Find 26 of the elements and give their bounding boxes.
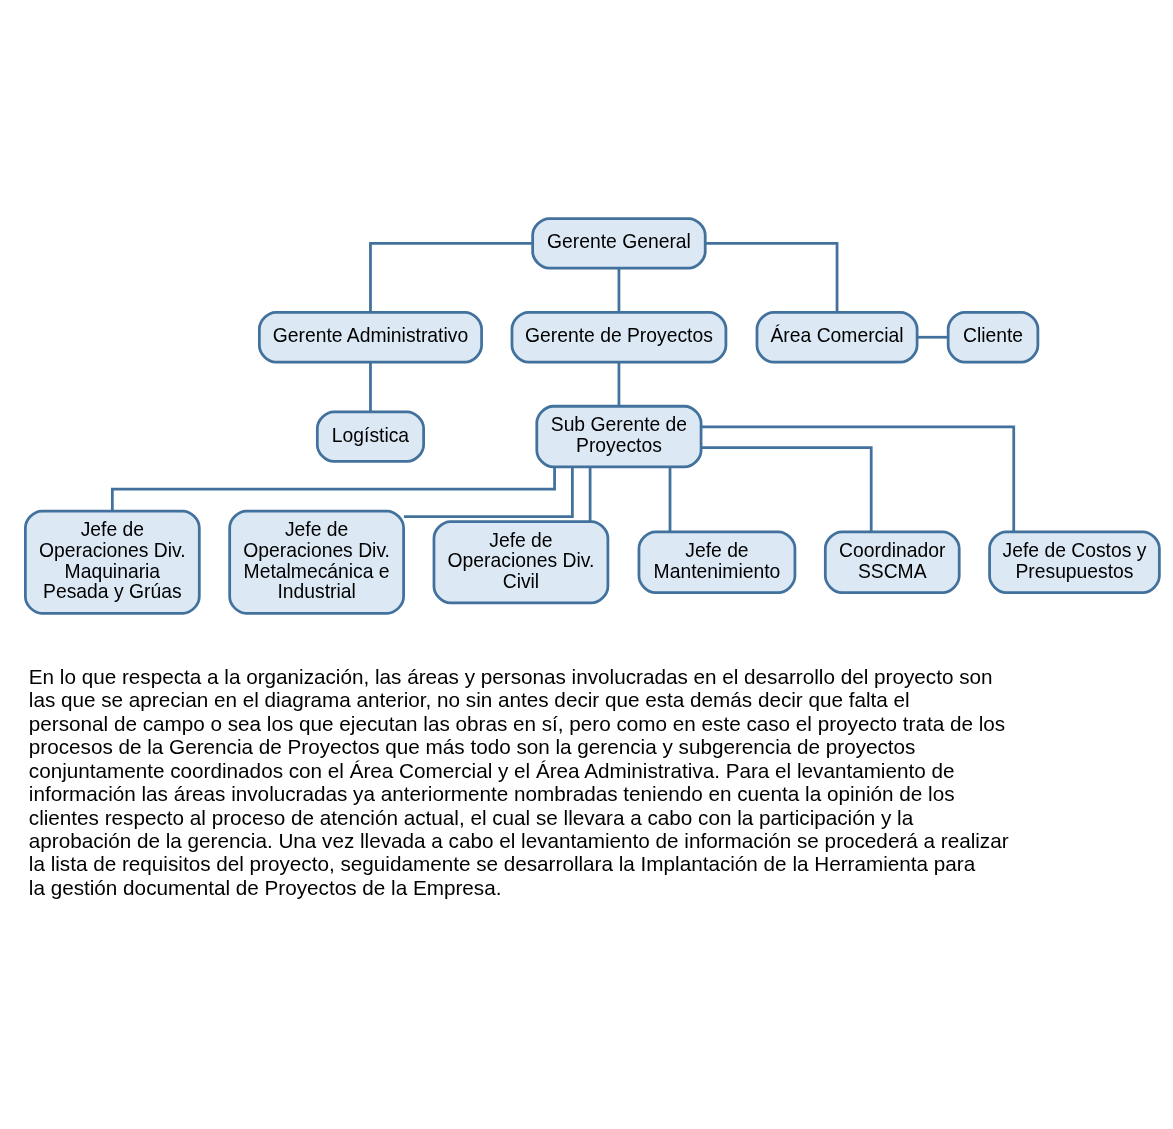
connector xyxy=(668,466,672,532)
connector xyxy=(701,445,873,532)
node-box: Jefe de Operaciones Div. Maquinaria Pesada y Grúas xyxy=(24,509,201,615)
node-box: Jefe de Operaciones Div. Civil xyxy=(432,519,610,604)
connector xyxy=(110,466,556,511)
node-box: Gerente General xyxy=(531,216,707,270)
connector xyxy=(917,335,948,339)
node-box: Coordinador SSCMA xyxy=(823,530,961,594)
node-box: Área Comercial xyxy=(755,310,919,363)
connector xyxy=(617,361,621,406)
connector xyxy=(369,361,372,411)
node-box: Cliente xyxy=(946,310,1040,363)
label: En lo que respecta a la organización, las áreas y personas involucradas en el desarrollo del proyecto son las que se aprecian en el diagrama anterior, no sin antes decir que esta demás decir que falta el personal de campo o sea los que ejecutan las obras en sí, pero como en este caso el proyecto trata de los procesos de la Gerencia de Proyectos que más todo son la gerencia y subgerencia de proyectos conjuntamente coordinados con el Área Comercial y el Área Administrativa. Para el levantamiento de información las áreas involucradas ya anteriormente nombradas teniendo en cuenta la opinión de los clientes respecto al proceso de atención actual, el cual se llevara a cabo con la participación y la aprobación de la gerencia. Una vez llevada a cabo el levantamiento de información se procederá a realizar la lista de requisitos del proyecto, seguidamente se desarrollara la Implantación de la Herramienta para la gestión documental de Proyectos de la Empresa. xyxy=(28,664,1009,899)
node-box: Gerente Administrativo xyxy=(257,310,483,363)
connector xyxy=(369,241,533,312)
connector xyxy=(701,425,1016,532)
connector xyxy=(588,466,592,521)
connector xyxy=(403,466,574,518)
node-box: Jefe de Costos y Presupuestos xyxy=(988,530,1161,594)
node-box: Jefe de Operaciones Div. Metalmecánica e Industrial xyxy=(228,509,405,615)
connector xyxy=(617,268,621,312)
node-box: Jefe de Mantenimiento xyxy=(637,530,797,594)
node-box: Logística xyxy=(315,409,425,463)
connector xyxy=(705,241,839,312)
node-box: Gerente de Proyectos xyxy=(510,310,728,363)
node-box: Sub Gerente de Proyectos xyxy=(535,404,703,468)
